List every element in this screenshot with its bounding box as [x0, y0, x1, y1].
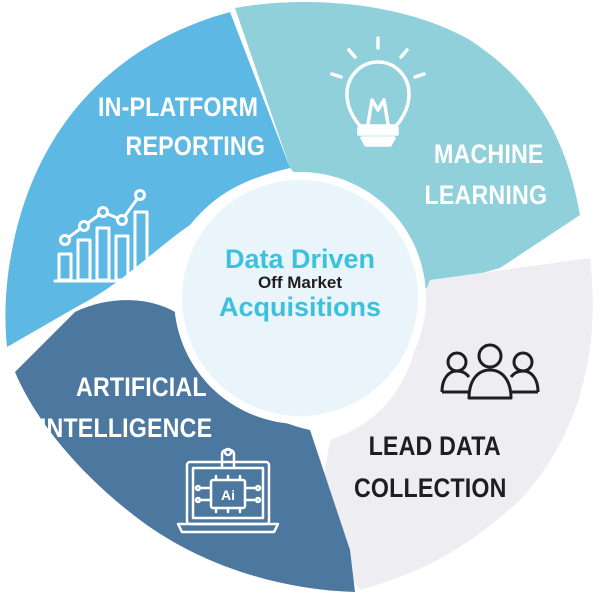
ai-laptop-icon: Ai: [176, 447, 280, 534]
center-title-line3: Acquisitions: [218, 292, 381, 322]
label-in-platform-reporting-line1: IN-PLATFORM: [98, 92, 259, 122]
label-in-platform-reporting-line2: REPORTING: [125, 131, 266, 161]
svg-text:Ai: Ai: [221, 487, 235, 503]
label-machine-learning-line1: MACHINE: [434, 139, 544, 169]
center-title-line2: Off Market: [257, 273, 343, 292]
segment-lead-data-collection: [315, 258, 593, 590]
center-circle: [182, 180, 418, 416]
label-lead-data-collection: LEAD DATA COLLECTION: [354, 431, 507, 502]
label-machine-learning-line2: LEARNING: [424, 180, 548, 210]
label-lead-data-collection-line1: LEAD DATA: [368, 431, 501, 461]
label-artificial-intelligence-line1: ARTIFICIAL: [76, 372, 207, 402]
segment-machine-learning: [235, 2, 580, 290]
people-icon: [440, 343, 540, 400]
label-machine-learning: MACHINE LEARNING: [425, 139, 547, 209]
label-lead-data-collection-line2: COLLECTION: [353, 473, 507, 503]
lightbulb-icon: [330, 36, 426, 147]
center-title-line1: Data Driven: [224, 244, 376, 274]
label-artificial-intelligence-line2: INTELLIGENCE: [39, 413, 213, 443]
label-artificial-intelligence: ARTIFICIAL INTELLIGENCE: [40, 372, 212, 442]
bar-chart-icon: [53, 189, 152, 283]
center-title: Data Driven Off Market Acquisitions: [190, 244, 410, 322]
label-in-platform-reporting: IN-PLATFORM REPORTING: [98, 94, 265, 160]
